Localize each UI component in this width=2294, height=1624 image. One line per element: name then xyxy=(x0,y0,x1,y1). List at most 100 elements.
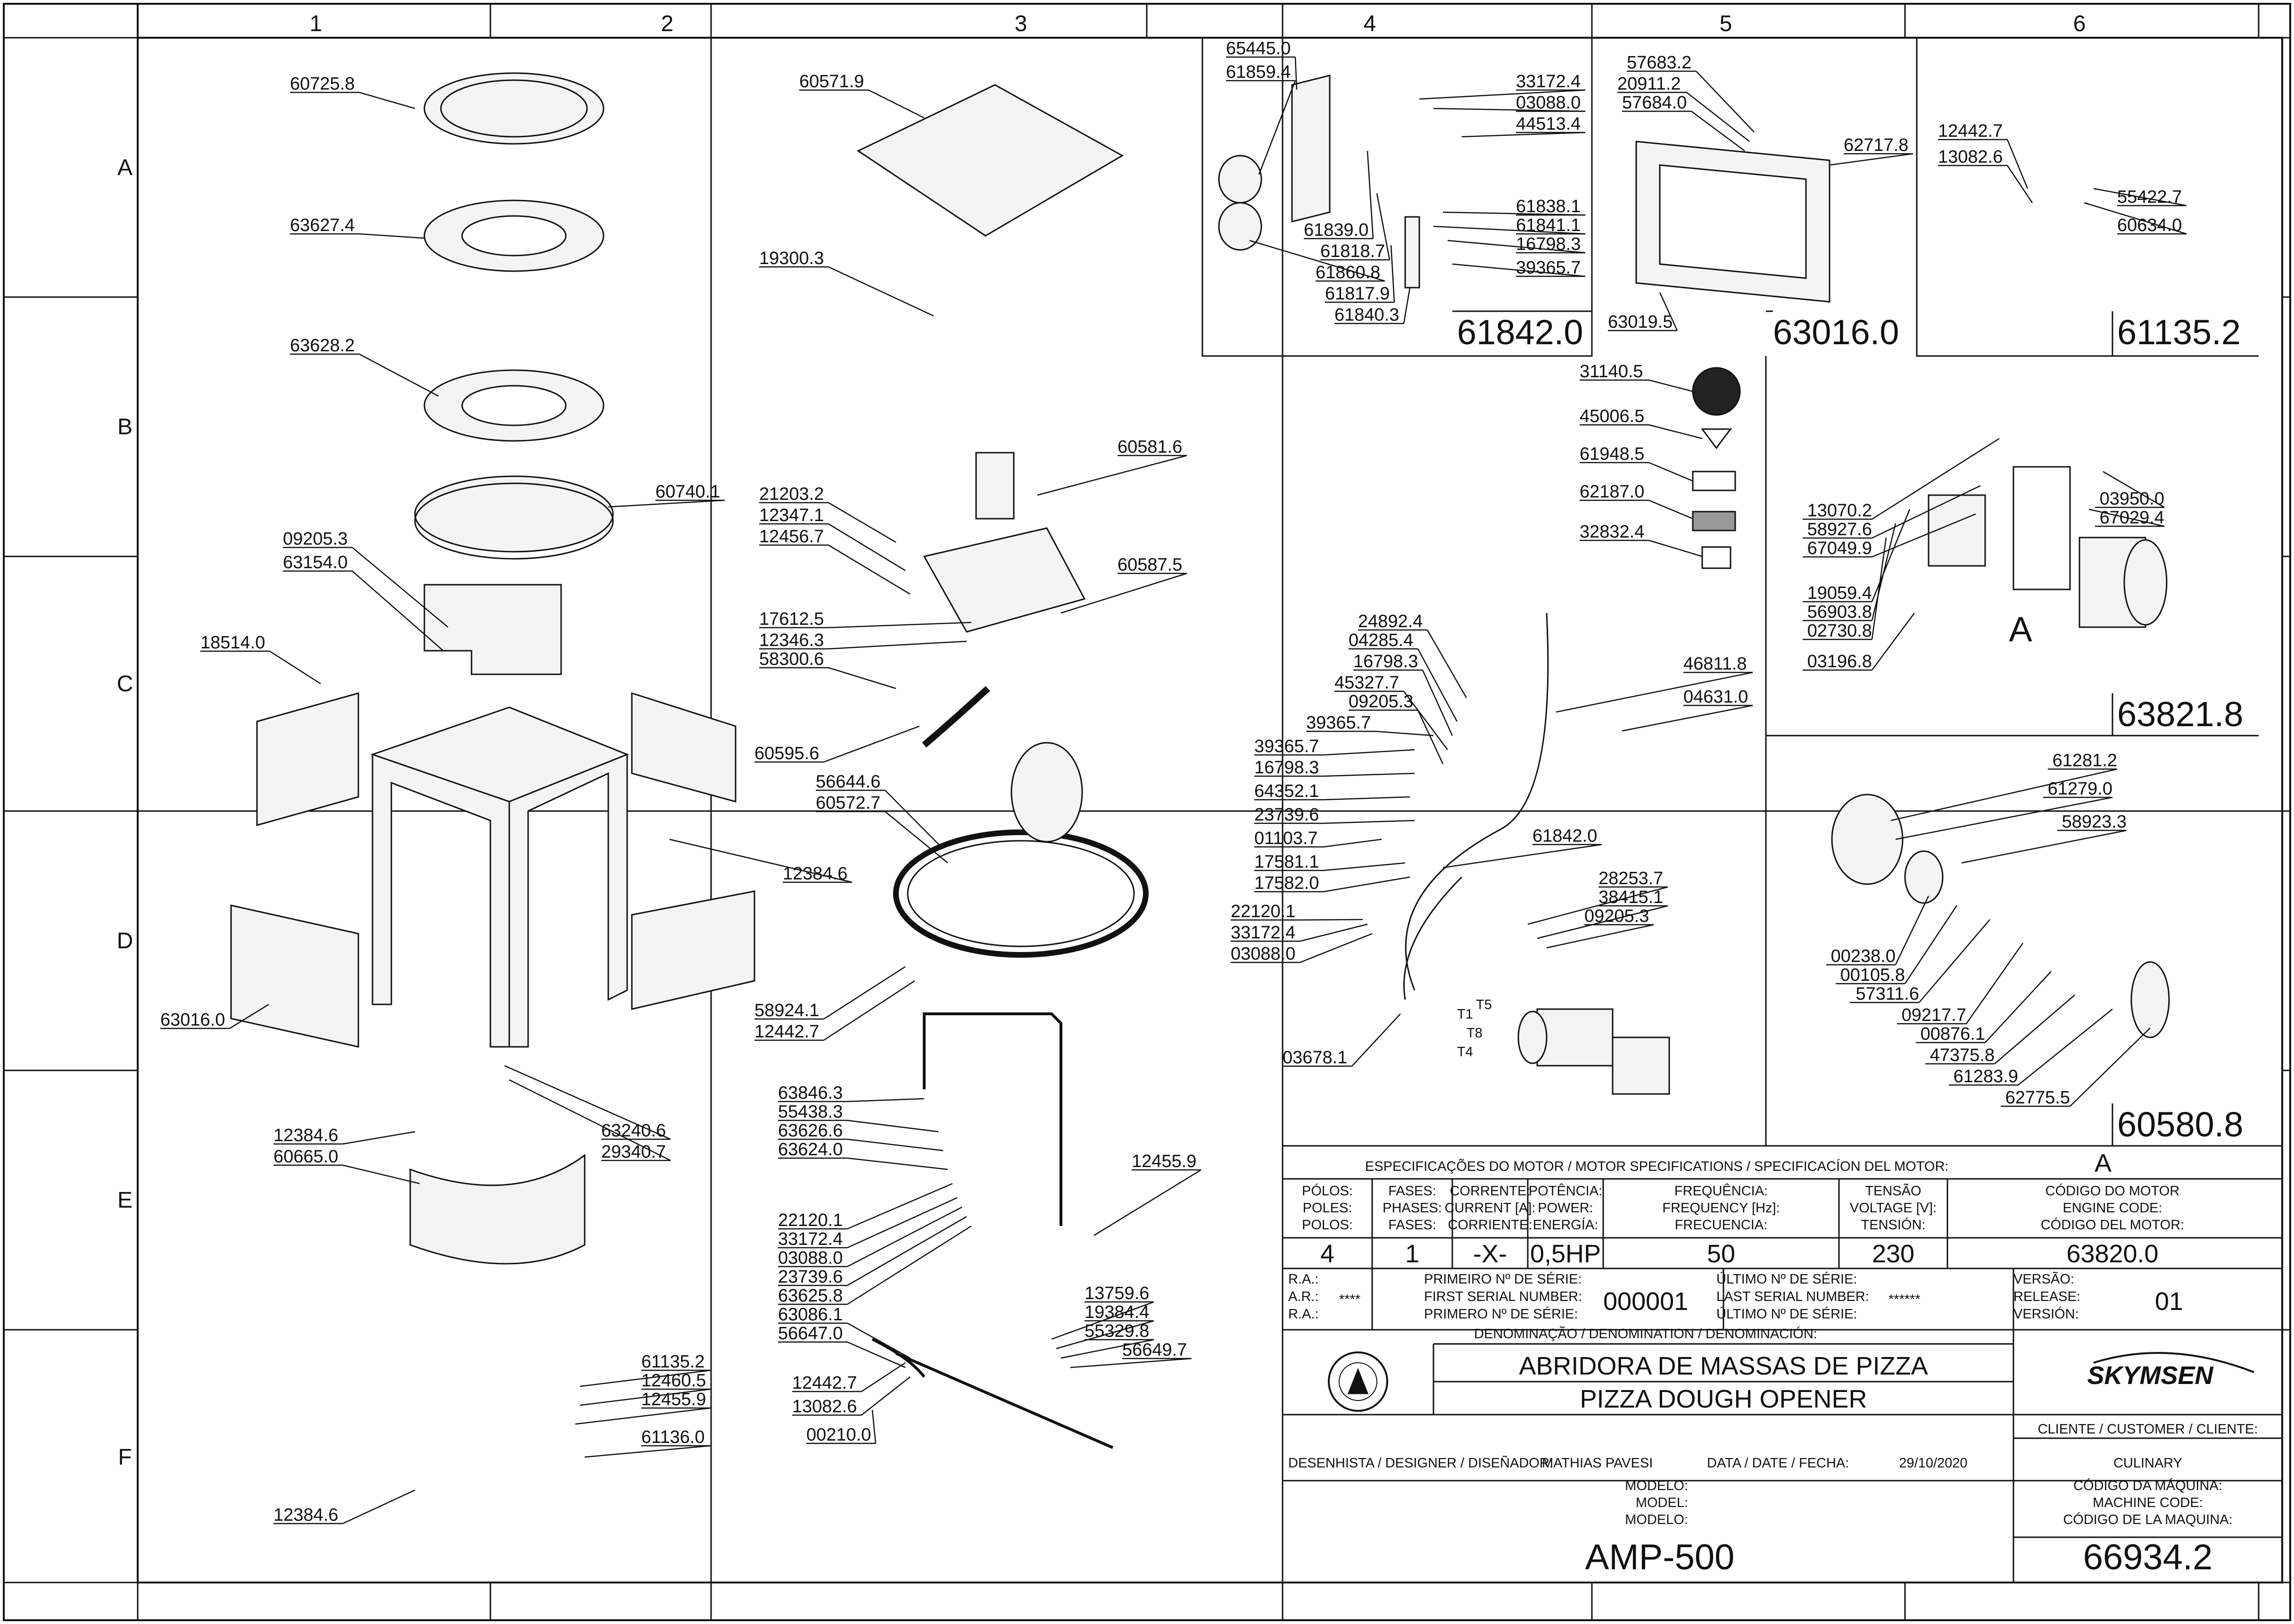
part-number-label: 23739.6 xyxy=(778,1267,843,1287)
part-number-label: 00210.0 xyxy=(806,1425,871,1445)
callout-leader xyxy=(823,980,915,1041)
drawing-lower-frame xyxy=(230,584,755,1265)
callout-leader xyxy=(1696,71,1755,133)
part-number-label: 03950.0 xyxy=(2100,489,2164,509)
callout-leader xyxy=(1648,462,1693,482)
power-label: ENERGÍA: xyxy=(1533,1217,1598,1233)
callout-leader xyxy=(2084,202,2187,235)
part-number-label: 63628.2 xyxy=(290,336,355,356)
callout-leader xyxy=(669,838,853,883)
machine-code-label: MACHINE CODE: xyxy=(2093,1495,2203,1510)
callout-leader xyxy=(504,1065,671,1140)
part-number-label: 39365.7 xyxy=(1306,713,1371,733)
poles-label: POLES: xyxy=(1303,1201,1352,1216)
part-number-label: 24892.4 xyxy=(1358,612,1423,631)
date-label: DATA / DATE / FECHA: xyxy=(1707,1456,1849,1471)
part-drawings xyxy=(230,72,2170,1449)
part-number-label: 61818.7 xyxy=(1320,241,1385,261)
part-number-label: 61135.2 xyxy=(641,1352,705,1372)
part-number-label: 60725.8 xyxy=(290,74,355,94)
current-label: CURRENT [A]: xyxy=(1445,1201,1536,1216)
callout-leader xyxy=(359,233,425,239)
part-number-label: 16798.3 xyxy=(1254,758,1319,778)
machine-code-label: CÓDIGO DE LA MAQUINA: xyxy=(2063,1512,2232,1527)
phases-label: FASES: xyxy=(1388,1218,1436,1233)
current-value: -X- xyxy=(1473,1240,1507,1268)
part-number-label: 61860.8 xyxy=(1316,263,1380,282)
part-number-label: 63086.1 xyxy=(778,1305,843,1325)
frequency-label: FRECUENCIA: xyxy=(1675,1218,1768,1233)
callout-leader xyxy=(1871,509,1911,602)
callout-leader xyxy=(1537,905,1668,939)
part-number-label: 21203.2 xyxy=(759,484,824,504)
callout-leader xyxy=(1249,240,1385,282)
part-number-label: 55422.7 xyxy=(2117,187,2182,207)
part-number-label: 63625.8 xyxy=(778,1286,843,1306)
part-number-label: 12455.9 xyxy=(1132,1152,1196,1171)
callout-leader xyxy=(2006,165,2033,203)
brand-logo: SKYMSEN xyxy=(2087,1352,2254,1390)
first-serial-label: PRIMEIRO Nº DE SÉRIE: xyxy=(1424,1271,1582,1287)
part-number-label: 00876.1 xyxy=(1921,1024,1985,1044)
part-number-label: 60572.7 xyxy=(816,793,880,813)
motor-spec-letter: A xyxy=(2095,1149,2112,1177)
zone-grid xyxy=(4,4,2290,1620)
poles-label: PÓLOS: xyxy=(1302,1183,1353,1199)
motor-reference-letter: A xyxy=(2009,610,2032,649)
callout-leader xyxy=(1904,905,1958,984)
drawing-switch-bracket xyxy=(1218,75,1420,289)
callout-leader xyxy=(1426,630,1467,698)
model-label: MODELO: xyxy=(1625,1478,1688,1493)
callout-leader xyxy=(1323,862,1406,871)
part-number-label: 55438.3 xyxy=(778,1102,843,1122)
part-number-label: 62717.8 xyxy=(1844,135,1908,155)
part-number-label: 13759.6 xyxy=(1085,1284,1149,1303)
part-number-label: 09205.3 xyxy=(283,529,348,549)
part-number-label: 13082.6 xyxy=(1938,147,2003,167)
part-number-label: 63626.6 xyxy=(778,1121,843,1141)
part-number-label: 56903.8 xyxy=(1807,602,1872,622)
callout-leader xyxy=(828,266,934,317)
assembly-number: 60580.8 xyxy=(2117,1105,2244,1144)
callout-leader xyxy=(1060,572,1187,614)
part-number-label: 03088.0 xyxy=(778,1248,843,1268)
callout-leader xyxy=(1366,150,1374,239)
part-number-label: 61136.0 xyxy=(641,1427,705,1447)
callout-leader xyxy=(1323,796,1410,801)
callout-leader xyxy=(828,621,972,629)
ra-label: R.A.: xyxy=(1288,1272,1318,1287)
callout-leader xyxy=(1375,730,1434,737)
drawing-cover-disc xyxy=(414,72,614,560)
part-number-label: 31140.5 xyxy=(1580,362,1643,381)
part-number-label: 03678.1 xyxy=(1283,1048,1347,1068)
part-number-label: 38415.1 xyxy=(1598,887,1663,907)
phases-value: 1 xyxy=(1405,1240,1419,1268)
callout-leader xyxy=(1070,1358,1192,1368)
drawing-gearmotor xyxy=(1928,466,2168,628)
part-number-label: 13070.2 xyxy=(1807,501,1872,521)
part-number-label: 61839.0 xyxy=(1304,220,1368,240)
zone-column-label: 1 xyxy=(310,11,323,36)
drawing-gear-ring xyxy=(893,686,1149,958)
callout-leader xyxy=(1433,225,1586,235)
machine-code-label: CÓDIGO DA MÁQUINA: xyxy=(2073,1478,2222,1493)
part-number-label: 16798.3 xyxy=(1353,652,1418,671)
part-number-label: 19384.4 xyxy=(1085,1302,1149,1322)
title-block: ESPECIFICAÇÕES DO MOTOR / MOTOR SPECIFIC… xyxy=(1282,1145,2283,1583)
callout-leader xyxy=(1294,57,1298,90)
wire-label: T8 xyxy=(1466,1026,1482,1041)
callout-leader xyxy=(575,1407,711,1425)
frequency-value: 50 xyxy=(1707,1240,1735,1268)
callout-leader xyxy=(1871,613,1915,671)
part-number-label: 60595.6 xyxy=(754,744,819,763)
current-label: CORRIENTE: xyxy=(1448,1218,1532,1233)
assembly-number: 63016.0 xyxy=(1773,313,1899,352)
part-number-label: 00238.0 xyxy=(1831,946,1896,966)
callout-leader xyxy=(1258,80,1296,175)
part-number-label: 12460.5 xyxy=(641,1371,706,1391)
callout-leader xyxy=(847,1206,962,1268)
callout-leader xyxy=(1895,895,1930,965)
model-label: MODEL: xyxy=(1636,1495,1688,1510)
